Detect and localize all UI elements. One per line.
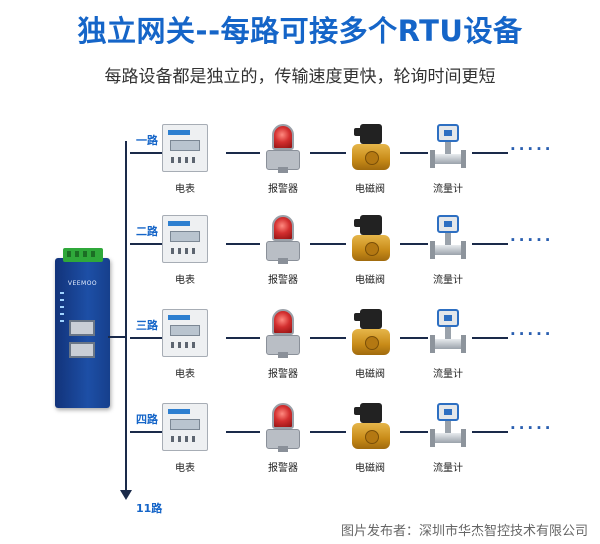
connection-line	[130, 431, 162, 433]
device-label: 电磁阀	[355, 463, 385, 474]
connection-line	[130, 337, 162, 339]
row-label: 三路	[136, 319, 158, 332]
flowmeter-icon	[428, 309, 468, 361]
electric-meter-icon	[162, 403, 208, 451]
device-label: 电磁阀	[355, 369, 385, 380]
page-title: 独立网关--每路可接多个RTU设备	[77, 14, 523, 48]
gateway-device: VEEMOO	[55, 248, 110, 408]
ethernet-port-2	[69, 342, 95, 358]
flowmeter-icon	[428, 403, 468, 455]
connection-line	[310, 152, 346, 154]
solenoid-valve-icon	[346, 215, 394, 263]
alarm-siren-icon	[262, 124, 304, 174]
connection-line	[472, 337, 508, 339]
connection-line	[310, 337, 346, 339]
solenoid-valve-icon	[346, 309, 394, 357]
ethernet-port-1	[69, 320, 95, 336]
connection-line	[310, 431, 346, 433]
connection-line	[472, 431, 508, 433]
row-label: 二路	[136, 225, 158, 238]
image-credit: 图片发布者：深圳市华杰智控技术有限公司	[340, 524, 588, 539]
electric-meter-icon	[162, 215, 208, 263]
alarm-siren-icon	[262, 309, 304, 359]
device-label: 流量计	[433, 369, 463, 380]
electric-meter-icon	[162, 124, 208, 172]
page-subtitle: 每路设备都是独立的，传输速度更快，轮询时间更短	[104, 67, 496, 87]
device-label: 报警器	[268, 369, 298, 380]
alarm-siren-icon	[262, 403, 304, 453]
device-label: 电磁阀	[355, 275, 385, 286]
device-label: 流量计	[433, 275, 463, 286]
gateway-link	[108, 336, 126, 338]
status-leds	[60, 292, 72, 327]
trunk-line	[125, 141, 127, 493]
terminal-block	[63, 248, 103, 262]
more-devices-dots: ·····	[510, 325, 554, 343]
row-label: 一路	[136, 134, 158, 147]
device-label: 报警器	[268, 184, 298, 195]
gateway-brand: VEEMOO	[67, 280, 98, 287]
device-label: 电表	[175, 184, 195, 195]
device-label: 电表	[175, 369, 195, 380]
connection-line	[400, 243, 428, 245]
connection-line	[226, 243, 260, 245]
connection-line	[130, 152, 162, 154]
solenoid-valve-icon	[346, 403, 394, 451]
alarm-siren-icon	[262, 215, 304, 265]
electric-meter-icon	[162, 309, 208, 357]
row-label: 四路	[136, 413, 158, 426]
flowmeter-icon	[428, 215, 468, 267]
device-label: 电表	[175, 463, 195, 474]
trunk-end-label: 11路	[136, 502, 163, 515]
flowmeter-icon	[428, 124, 468, 176]
connection-line	[400, 152, 428, 154]
connection-line	[226, 152, 260, 154]
trunk-arrow-icon	[120, 490, 132, 500]
connection-line	[472, 152, 508, 154]
device-label: 流量计	[433, 184, 463, 195]
solenoid-valve-icon	[346, 124, 394, 172]
more-devices-dots: ·····	[510, 419, 554, 437]
device-label: 流量计	[433, 463, 463, 474]
device-label: 报警器	[268, 463, 298, 474]
connection-line	[400, 431, 428, 433]
connection-line	[400, 337, 428, 339]
connection-line	[130, 243, 162, 245]
connection-line	[226, 431, 260, 433]
device-label: 电表	[175, 275, 195, 286]
connection-line	[310, 243, 346, 245]
device-label: 报警器	[268, 275, 298, 286]
connection-line	[226, 337, 260, 339]
more-devices-dots: ·····	[510, 140, 554, 158]
more-devices-dots: ·····	[510, 231, 554, 249]
device-label: 电磁阀	[355, 184, 385, 195]
connection-line	[472, 243, 508, 245]
